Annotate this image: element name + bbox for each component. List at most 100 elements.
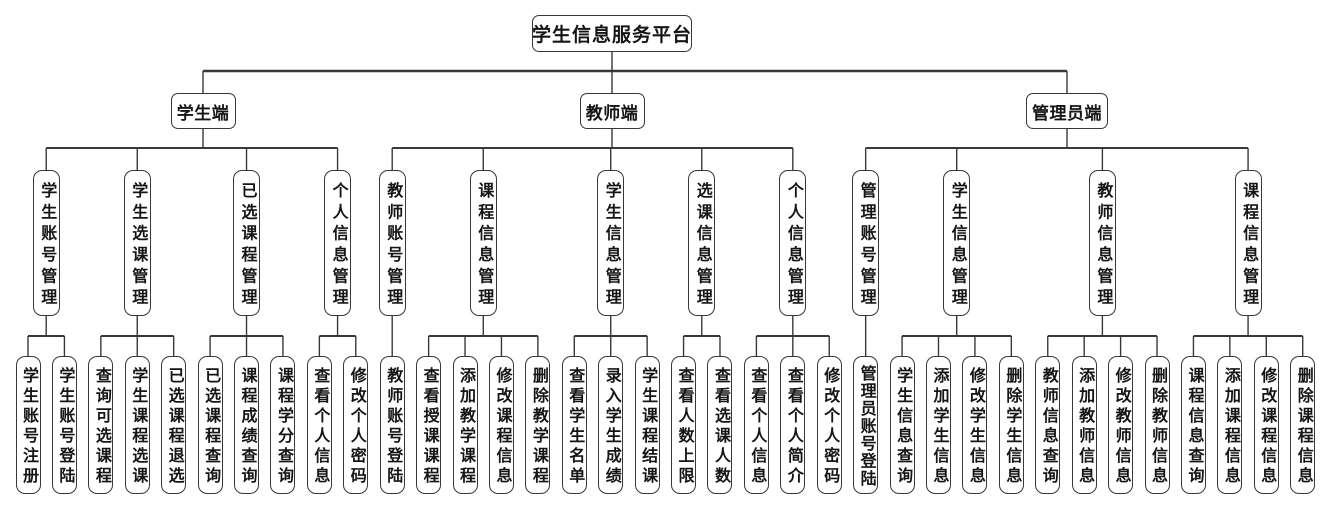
leaf-node-label: 查看人数上限 bbox=[675, 367, 693, 487]
leaf-node-label: 查看授课课程 bbox=[420, 367, 438, 487]
leaf-node-label: 查看个人信息 bbox=[311, 367, 329, 487]
leaf-node: 录入学生成绩 bbox=[598, 356, 624, 494]
leaf-node: 查看学生名单 bbox=[561, 356, 587, 494]
leaf-node-label: 学生账号登陆 bbox=[56, 367, 74, 487]
module-node-label: 已选课程管理 bbox=[238, 181, 256, 310]
branch-node: 学生端 bbox=[170, 93, 236, 129]
leaf-node: 添加课程信息 bbox=[1217, 356, 1243, 494]
module-node: 管理账号管理 bbox=[852, 170, 880, 316]
leaf-node: 课程学分查询 bbox=[270, 356, 296, 494]
leaf-node-label: 已选课程查询 bbox=[202, 367, 220, 487]
leaf-node-label: 查看学生名单 bbox=[566, 367, 584, 487]
leaf-node: 查询可选课程 bbox=[88, 356, 114, 494]
leaf-node: 查看人数上限 bbox=[671, 356, 697, 494]
leaf-node: 教师信息查询 bbox=[1035, 356, 1061, 494]
module-node-label: 个人信息管理 bbox=[329, 181, 347, 310]
module-node: 学生账号管理 bbox=[32, 170, 60, 316]
leaf-node-label: 已选课程退选 bbox=[165, 367, 183, 487]
leaf-node-label: 学生账号注册 bbox=[20, 367, 37, 487]
leaf-node-label: 修改个人密码 bbox=[347, 367, 365, 487]
leaf-node-label: 删除课程信息 bbox=[1294, 367, 1312, 487]
leaf-node: 查看个人信息 bbox=[306, 356, 332, 494]
root-node: 学生信息服务平台 bbox=[532, 15, 692, 52]
leaf-node: 已选课程查询 bbox=[197, 356, 223, 494]
module-node: 已选课程管理 bbox=[233, 170, 261, 316]
module-node: 学生选课管理 bbox=[123, 170, 151, 316]
module-node-label: 学生选课管理 bbox=[129, 181, 147, 310]
branch-node-label: 教师端 bbox=[585, 103, 639, 123]
leaf-node: 修改教师信息 bbox=[1108, 356, 1134, 494]
branch-node: 管理员端 bbox=[1026, 93, 1108, 129]
module-node-label: 课程信息管理 bbox=[1240, 181, 1258, 310]
leaf-node: 添加教学课程 bbox=[452, 356, 478, 494]
leaf-node: 学生课程结课 bbox=[634, 356, 660, 494]
leaf-node: 修改学生信息 bbox=[962, 356, 988, 494]
leaf-node: 查看选课人数 bbox=[707, 356, 733, 494]
module-node: 学生信息管理 bbox=[597, 170, 625, 316]
leaf-node-label: 删除教学课程 bbox=[529, 367, 547, 487]
leaf-node-label: 添加学生信息 bbox=[930, 367, 948, 487]
leaf-node-label: 课程信息查询 bbox=[1185, 367, 1203, 487]
leaf-node: 查看个人信息 bbox=[743, 356, 769, 494]
leaf-node: 修改个人密码 bbox=[343, 356, 369, 494]
leaf-node: 修改课程信息 bbox=[488, 356, 514, 494]
leaf-node-label: 修改教师信息 bbox=[1112, 367, 1130, 487]
leaf-node-label: 教师信息查询 bbox=[1039, 367, 1057, 487]
module-node: 学生信息管理 bbox=[943, 170, 971, 316]
leaf-node: 删除课程信息 bbox=[1290, 356, 1316, 494]
module-node-label: 管理账号管理 bbox=[857, 181, 875, 310]
leaf-node-label: 学生信息查询 bbox=[894, 367, 912, 487]
module-node-label: 课程信息管理 bbox=[475, 181, 493, 310]
module-node-label: 学生信息管理 bbox=[948, 181, 966, 310]
module-node: 选课信息管理 bbox=[688, 170, 716, 316]
leaf-node-label: 管理员账号登陆 bbox=[857, 364, 875, 488]
leaf-node-label: 学生课程结课 bbox=[639, 367, 657, 487]
leaf-node-label: 修改学生信息 bbox=[966, 367, 984, 487]
root-node-label: 学生信息服务平台 bbox=[532, 25, 693, 46]
leaf-node: 教师账号登陆 bbox=[379, 356, 405, 494]
leaf-node: 学生课程选课 bbox=[124, 356, 150, 494]
leaf-node: 修改个人密码 bbox=[816, 356, 842, 494]
leaf-node-label: 删除学生信息 bbox=[1003, 367, 1021, 487]
leaf-node-label: 修改个人密码 bbox=[821, 367, 839, 487]
module-node-label: 教师信息管理 bbox=[1094, 181, 1112, 310]
leaf-node-label: 添加教学课程 bbox=[457, 367, 475, 487]
leaf-node: 删除教学课程 bbox=[525, 356, 551, 494]
module-node: 教师账号管理 bbox=[378, 170, 406, 316]
module-node: 教师信息管理 bbox=[1088, 170, 1116, 316]
leaf-node-label: 查看选课人数 bbox=[711, 367, 729, 487]
leaf-node: 添加教师信息 bbox=[1071, 356, 1097, 494]
leaf-node: 学生账号登陆 bbox=[51, 356, 77, 494]
leaf-node: 删除教师信息 bbox=[1144, 356, 1170, 494]
leaf-node-label: 录入学生成绩 bbox=[602, 367, 620, 487]
leaf-node-label: 修改课程信息 bbox=[1258, 367, 1276, 487]
module-node-label: 教师账号管理 bbox=[384, 181, 402, 310]
leaf-node-label: 添加课程信息 bbox=[1221, 367, 1239, 487]
module-node: 课程信息管理 bbox=[469, 170, 497, 316]
module-node: 个人信息管理 bbox=[324, 170, 352, 316]
leaf-node: 删除学生信息 bbox=[998, 356, 1024, 494]
leaf-node: 查看授课课程 bbox=[416, 356, 442, 494]
branch-node: 教师端 bbox=[579, 93, 645, 129]
leaf-node-label: 课程学分查询 bbox=[274, 367, 292, 487]
leaf-node-label: 查询可选课程 bbox=[92, 367, 110, 487]
leaf-node-label: 学生课程选课 bbox=[129, 367, 147, 487]
module-node-label: 学生信息管理 bbox=[602, 181, 620, 310]
leaf-node-label: 修改课程信息 bbox=[493, 367, 511, 487]
leaf-node-label: 删除教师信息 bbox=[1149, 367, 1167, 487]
leaf-node: 学生账号注册 bbox=[15, 356, 41, 494]
leaf-node: 查看个人简介 bbox=[780, 356, 806, 494]
module-node-label: 选课信息管理 bbox=[693, 181, 711, 310]
leaf-node: 课程信息查询 bbox=[1180, 356, 1206, 494]
branch-node-label: 学生端 bbox=[176, 103, 230, 123]
branch-node-label: 管理员端 bbox=[1032, 103, 1102, 123]
leaf-node: 学生信息查询 bbox=[889, 356, 915, 494]
module-node: 课程信息管理 bbox=[1234, 170, 1262, 316]
module-node-label: 学生账号管理 bbox=[38, 181, 56, 310]
leaf-node-label: 课程成绩查询 bbox=[238, 367, 256, 487]
leaf-node-label: 查看个人简介 bbox=[784, 367, 802, 487]
leaf-node: 添加学生信息 bbox=[926, 356, 951, 494]
leaf-node: 课程成绩查询 bbox=[234, 356, 260, 494]
